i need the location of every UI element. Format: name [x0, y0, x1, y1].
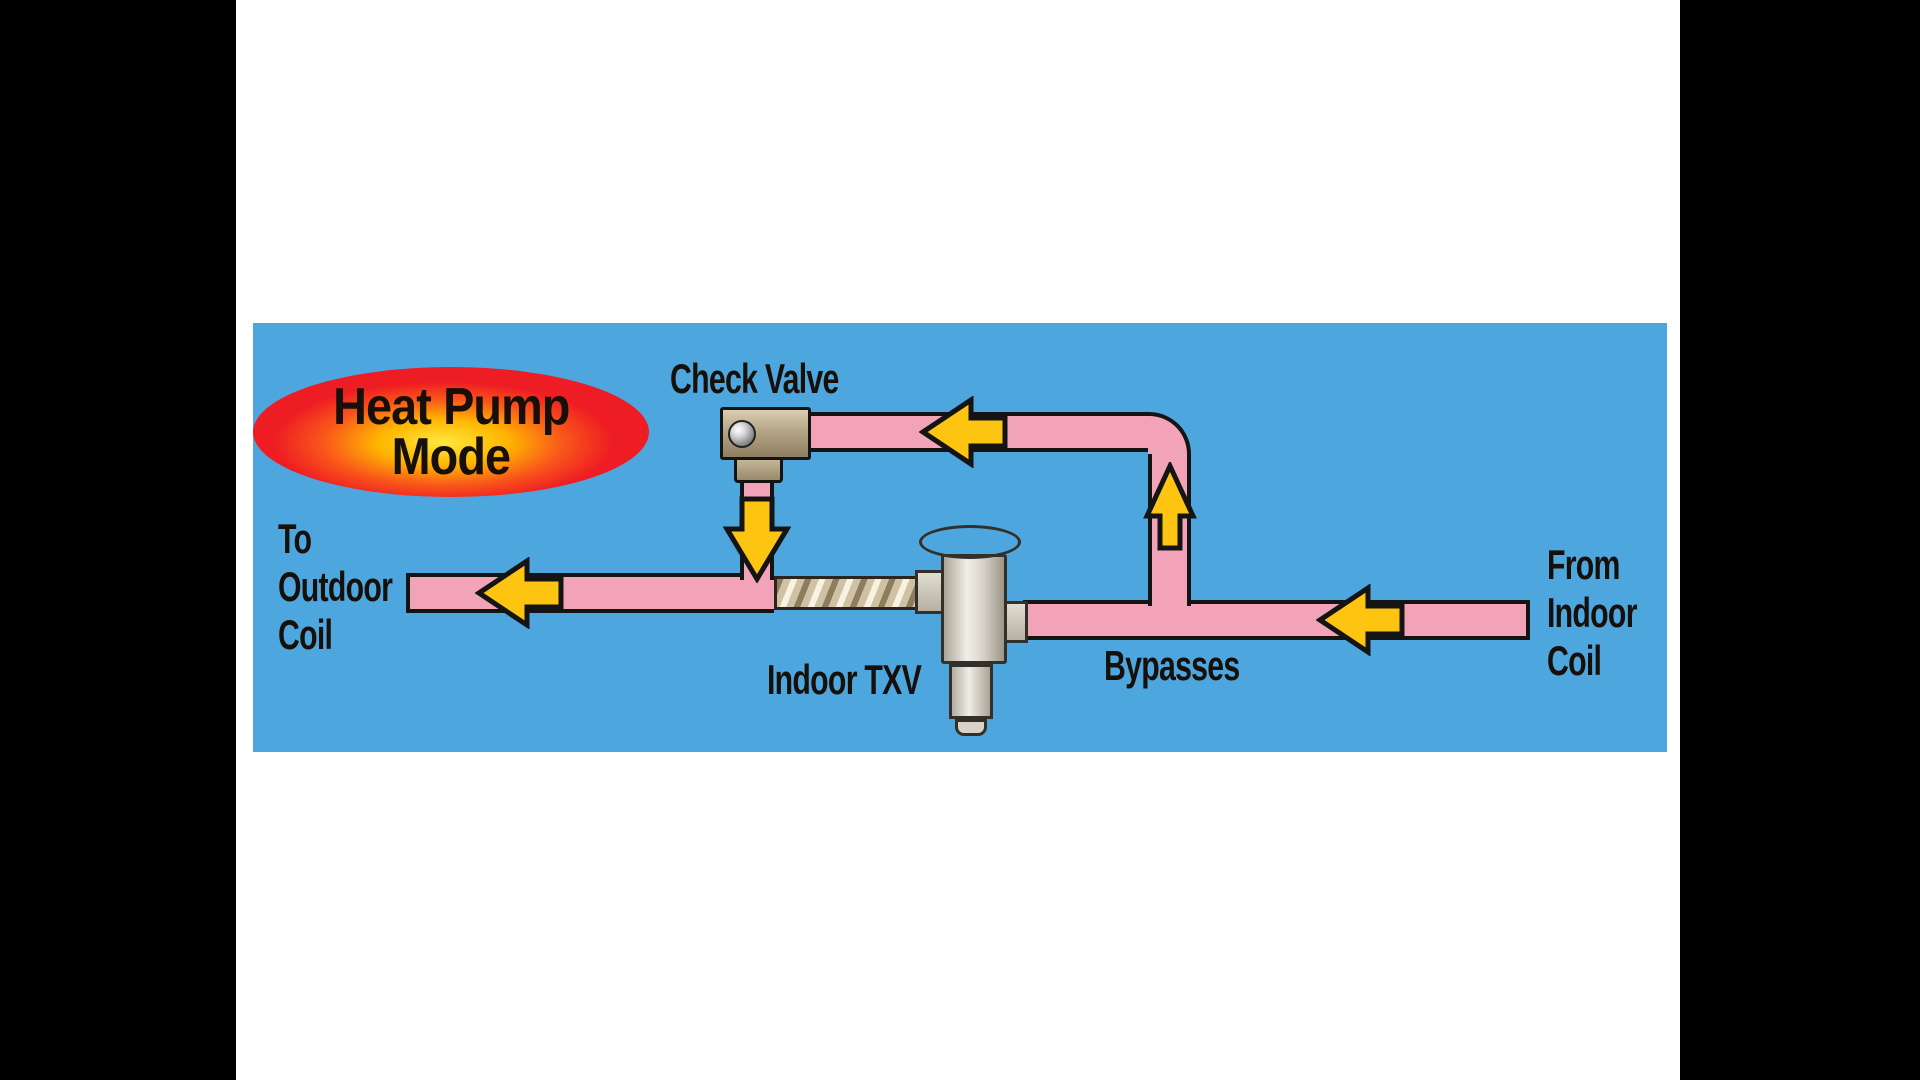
flow-arrow-outlet-left-icon	[475, 557, 564, 629]
flow-arrow-up-icon	[1143, 462, 1197, 551]
to-outdoor-coil-line3: Coil	[278, 611, 333, 658]
check-valve-outlet-fitting	[734, 457, 783, 483]
bypasses-label: Bypasses	[1104, 642, 1240, 689]
txv-diaphragm-cap	[919, 525, 1021, 559]
indoor-txv-label: Indoor TXV	[767, 656, 922, 703]
check-valve-ball-icon	[728, 420, 756, 448]
from-indoor-coil-line3: Coil	[1547, 637, 1602, 684]
from-indoor-coil-line1: From	[1547, 541, 1620, 588]
check-valve-label: Check Valve	[670, 355, 839, 402]
to-outdoor-coil-line2: Outdoor	[278, 563, 393, 610]
from-indoor-coil-label: From Indoor Coil	[1547, 541, 1637, 685]
pipe-to-outdoor-coil	[406, 573, 774, 613]
pipe-elbow	[1148, 412, 1191, 458]
pipe-from-indoor-coil	[1023, 600, 1530, 640]
flow-arrow-top-left-icon	[919, 396, 1008, 468]
to-outdoor-coil-label: To Outdoor Coil	[278, 515, 393, 659]
badge-title-line2: Mode	[391, 428, 511, 486]
txv-body	[941, 554, 1007, 664]
heat-pump-diagram-panel: Heat Pump Mode Check Valve To Outdoor Co…	[253, 323, 1667, 752]
flow-arrow-inlet-left-icon	[1316, 584, 1405, 656]
heat-pump-mode-badge: Heat Pump Mode	[253, 367, 649, 497]
to-outdoor-coil-line1: To	[278, 515, 312, 562]
flow-arrow-down-icon	[723, 496, 791, 583]
txv-inlet-tube	[774, 576, 918, 610]
txv-stem	[949, 664, 993, 719]
txv-stem-tip	[955, 719, 987, 736]
badge-title-line1: Heat Pump	[332, 378, 570, 436]
from-indoor-coil-line2: Indoor	[1547, 589, 1637, 636]
